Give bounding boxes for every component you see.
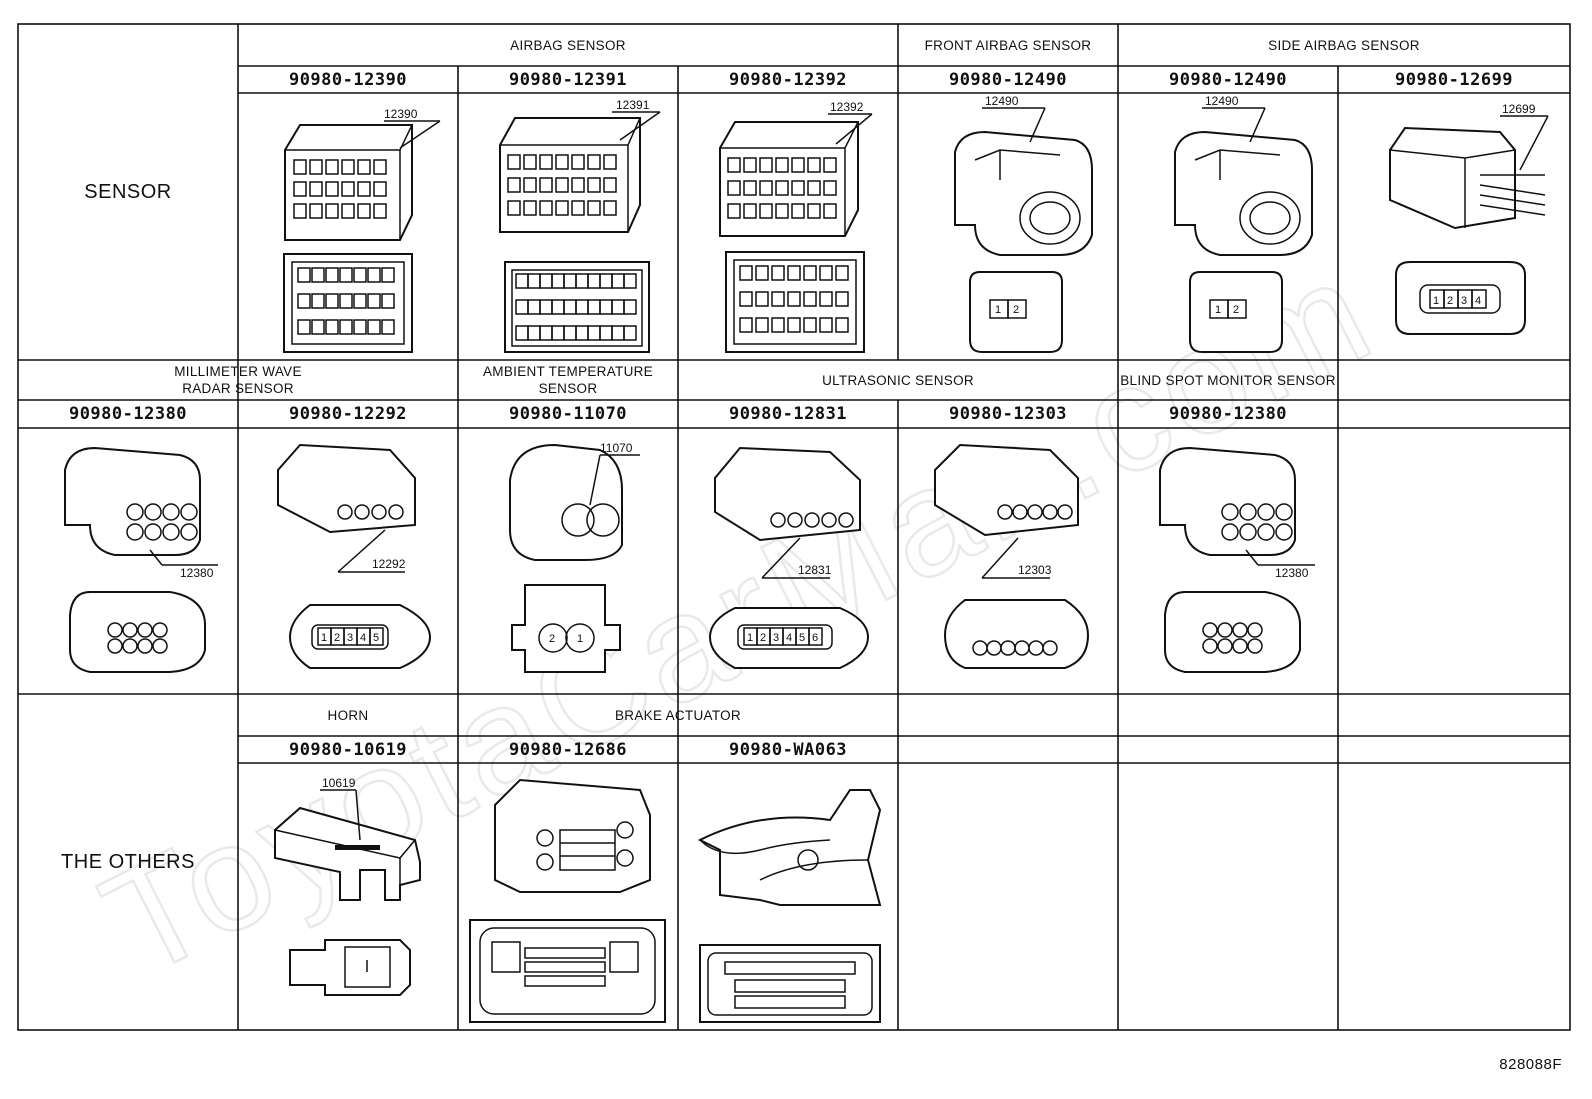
- connector-12380-bsm-drawing: 12380: [1159, 446, 1315, 673]
- lead-label: 12392: [830, 100, 864, 114]
- connector-12380-radar-drawing: 12380: [64, 446, 218, 673]
- group-side-airbag-sensor: SIDE AIRBAG SENSOR: [1268, 37, 1420, 53]
- part-number: 90980-12380: [68, 404, 188, 424]
- part-number: 90980-11070: [508, 404, 628, 424]
- svg-text:1: 1: [577, 633, 583, 645]
- connector-12390-drawing: 12390: [283, 107, 441, 353]
- lead-label: 12699: [1502, 102, 1536, 116]
- svg-text:2: 2: [1447, 295, 1453, 307]
- part-number: 90980-12391: [508, 69, 628, 90]
- svg-text:6: 6: [812, 632, 818, 644]
- group-front-airbag-sensor: FRONT AIRBAG SENSOR: [924, 37, 1092, 53]
- connector-11070-drawing: 11070 2 1: [509, 441, 640, 673]
- svg-text:2: 2: [1233, 304, 1239, 316]
- svg-text:1: 1: [321, 632, 327, 644]
- lead-label: 12380: [180, 566, 214, 580]
- svg-text:5: 5: [799, 632, 805, 644]
- part-number: 90980-12392: [728, 69, 848, 90]
- figure-id: 828088F: [1499, 1056, 1562, 1073]
- lead-label: 11070: [600, 441, 633, 455]
- svg-text:3: 3: [347, 632, 353, 644]
- part-number: 90980-10619: [288, 739, 408, 760]
- lead-label: 12490: [1205, 94, 1239, 108]
- part-number: 90980-12831: [728, 404, 848, 424]
- part-number: 90980-12303: [948, 404, 1068, 424]
- group-brake-actuator: BRAKE ACTUATOR: [615, 707, 741, 723]
- connector-12391-drawing: 12391: [499, 98, 661, 353]
- part-number: 90980-12686: [508, 739, 628, 760]
- svg-text:1: 1: [1215, 304, 1221, 316]
- group-ambient-temperature-sensor: AMBIENT TEMPERATURE SENSOR: [483, 364, 653, 396]
- lead-label: 12490: [985, 94, 1019, 108]
- lead-label: 12391: [616, 98, 650, 112]
- connector-12392-drawing: 12392: [719, 100, 873, 353]
- part-number: 90980-WA063: [728, 739, 848, 760]
- part-number: 90980-12490: [1168, 69, 1288, 90]
- group-ultrasonic-sensor: ULTRASONIC SENSOR: [822, 372, 974, 388]
- group-horn: HORN: [327, 707, 369, 723]
- part-number: 90980-12292: [288, 404, 408, 424]
- part-number: 90980-12390: [288, 69, 408, 90]
- svg-text:2: 2: [334, 632, 340, 644]
- connector-10619-drawing: 10619: [274, 776, 421, 996]
- group-millimeter-wave-radar-sensor: MILLIMETER WAVE RADAR SENSOR: [174, 364, 302, 396]
- lead-label: 12390: [384, 107, 418, 121]
- svg-text:3: 3: [773, 632, 779, 644]
- svg-text:1: 1: [995, 304, 1001, 316]
- svg-text:1: 1: [747, 632, 753, 644]
- svg-text:2: 2: [549, 633, 555, 645]
- lead-label: 12831: [798, 563, 832, 577]
- connector-12686-drawing: [469, 778, 666, 1023]
- category-the-others: THE OTHERS: [61, 850, 195, 873]
- svg-text:1: 1: [1433, 295, 1439, 307]
- svg-text:3: 3: [1461, 295, 1467, 307]
- svg-text:4: 4: [786, 632, 792, 644]
- lead-label: 12292: [372, 557, 406, 571]
- group-blind-spot-monitor-sensor: BLIND SPOT MONITOR SENSOR: [1120, 372, 1336, 388]
- svg-text:4: 4: [360, 632, 366, 644]
- lead-label: 10619: [322, 776, 356, 790]
- part-number: 90980-12490: [948, 69, 1068, 90]
- part-number: 90980-12380: [1168, 404, 1288, 424]
- svg-text:2: 2: [1013, 304, 1019, 316]
- svg-text:4: 4: [1475, 295, 1481, 307]
- category-sensor: SENSOR: [84, 180, 172, 203]
- part-number: 90980-12699: [1394, 69, 1514, 90]
- connector-WA063-drawing: [697, 789, 882, 1023]
- lead-label: 12303: [1018, 563, 1052, 577]
- lead-label: 12380: [1275, 566, 1309, 580]
- group-airbag-sensor: AIRBAG SENSOR: [510, 37, 626, 53]
- svg-text:2: 2: [760, 632, 766, 644]
- connector-12303-drawing: 12303: [934, 443, 1090, 669]
- svg-text:5: 5: [373, 632, 379, 644]
